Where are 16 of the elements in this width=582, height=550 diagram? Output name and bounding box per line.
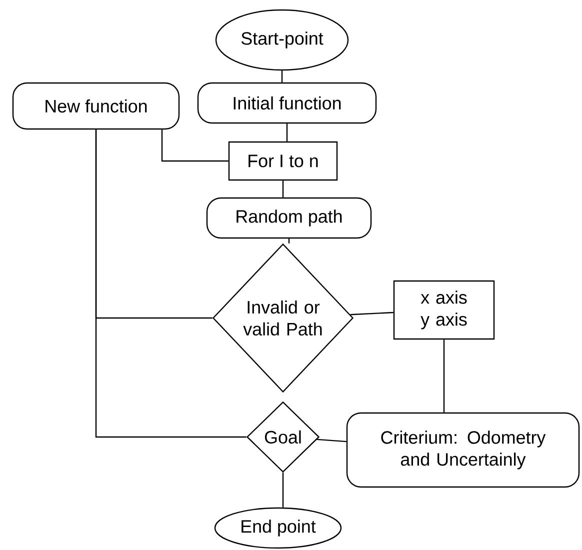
connector-line [286, 124, 288, 142]
connector-line [281, 70, 283, 82]
process-box: Criterium: Odometry and Uncertainly [346, 412, 580, 488]
connector-line [282, 472, 284, 508]
connector-line [443, 340, 445, 412]
connector-line [95, 130, 246, 438]
loop-box: For I to n [228, 141, 338, 181]
process-box: Initial function [197, 82, 377, 124]
connector-line [282, 180, 284, 198]
connector-line [350, 312, 394, 316]
connector-line [161, 130, 228, 162]
process-box: Random path [206, 197, 372, 239]
connector-line [317, 438, 346, 442]
connector-line [288, 238, 290, 244]
process-box: New function [12, 82, 180, 130]
process-box: x axis y axis [393, 280, 495, 340]
